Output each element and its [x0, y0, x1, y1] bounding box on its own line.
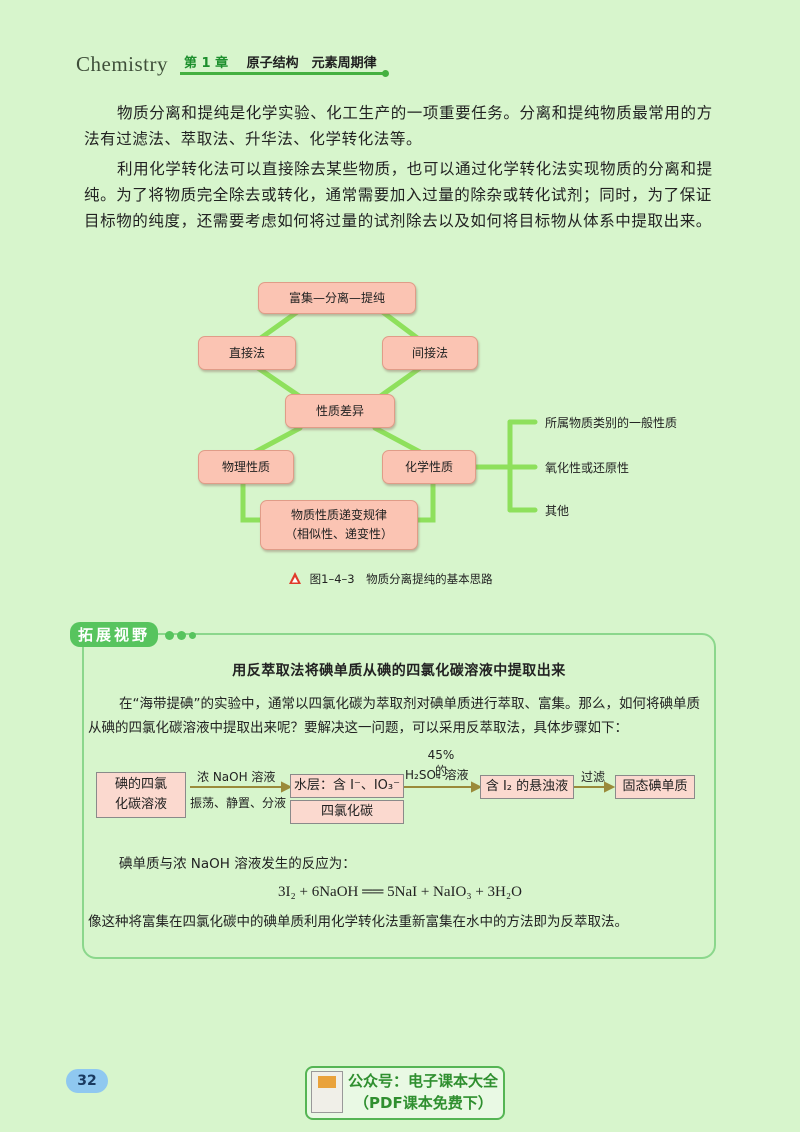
extension-badge: 拓展视野 [70, 622, 159, 647]
connector-top-direct [255, 307, 303, 343]
flow-box-property-law: 物质性质递变规律 （相似性、递变性） [260, 500, 418, 550]
process-box-aqueous-layer: 水层：含 I⁻、IO₃⁻ [290, 774, 404, 798]
figure-caption: 图1–4–3 物质分离提纯的基本思路 [288, 571, 493, 587]
process-box-iodine-ccl4-line1: 碘的四氯 [114, 777, 167, 792]
extension-heading: 用反萃取法将碘单质从碘的四氯化碳溶液中提取出来 [232, 663, 566, 679]
watermark-line-1: 公众号：电子课本大全 [348, 1072, 499, 1090]
process-box-iodine-ccl4-line2: 化碳溶液 [114, 797, 167, 812]
header-rule [180, 72, 384, 75]
reaction-equation: 3I₂ + 6NaOH ══ 5NaI + NaIO₃ + 3H₂O [278, 884, 522, 900]
triangle-icon [289, 572, 301, 584]
process-box-ccl4: 四氯化碳 [290, 800, 404, 824]
extension-conclusion: 像这种将富集在四氯化碳中的碘单质利用化学转化法重新富集在水中的方法即为反萃取法。 [88, 914, 628, 930]
process-box-suspension: 含 I₂ 的悬浊液 [480, 775, 574, 799]
figure-caption-text: 图1–4–3 物质分离提纯的基本思路 [309, 572, 493, 586]
process-box-iodine-ccl4: 碘的四氯 化碳溶液 [96, 772, 186, 818]
process-label-filter: 过滤 [581, 770, 606, 784]
connector-top-indirect [377, 307, 423, 343]
subject-title: Chemistry [76, 52, 168, 76]
process-arrow-1-head [281, 781, 293, 793]
branch-label-general-properties: 所属物质类别的一般性质 [545, 416, 678, 430]
flow-box-property-difference: 性质差异 [285, 394, 395, 428]
paragraph-2: 利用化学转化法可以直接除去某些物质，也可以通过化学转化法实现物质的分离和提纯。为… [84, 156, 714, 234]
flow-box-property-law-line2: （相似性、递变性） [284, 527, 393, 541]
process-arrows [190, 781, 616, 793]
connector-diff-chemical [372, 425, 423, 455]
page-number: 32 [66, 1069, 108, 1093]
flow-box-property-law-line1: 物质性质递变规律 [290, 508, 387, 522]
process-arrow-3-head [604, 781, 616, 793]
branch-label-redox: 氧化性或还原性 [545, 461, 630, 475]
process-label-naoh: 浓 NaOH 溶液 [197, 770, 276, 784]
badge-dot-3 [189, 632, 196, 639]
extension-intro: 在“海带提碘”的实验中，通常以四氯化碳为萃取剂对碘单质进行萃取、富集。那么，如何… [88, 696, 700, 736]
process-label-shake: 振荡、静置、分液 [190, 796, 287, 810]
watermark-line-2: （PDF课本免费下） [354, 1094, 493, 1112]
chapter-title: 原子结构 元素周期律 [246, 56, 377, 71]
paragraph-1-text: 物质分离和提纯是化学实验、化工生产的一项重要任务。分离和提纯物质最常用的方法有过… [84, 104, 713, 148]
chapter-heading: 第 1 章 原子结构 元素周期律 [184, 52, 377, 71]
branch-label-other: 其他 [545, 504, 570, 518]
flow-box-physical-property: 物理性质 [198, 450, 294, 484]
process-box-solid-iodine: 固态碘单质 [615, 775, 695, 799]
reaction-intro: 碘单质与浓 NaOH 溶液发生的反应为： [119, 856, 356, 872]
connector-physical-law [240, 479, 265, 523]
paragraph-1: 物质分离和提纯是化学实验、化工生产的一项重要任务。分离和提纯物质最常用的方法有过… [84, 100, 714, 152]
process-label-acid-pct: 45% 的 [427, 748, 455, 778]
flow-box-enrich-separate-purify: 富集—分离—提纯 [258, 282, 416, 314]
textbook-logo [311, 1071, 343, 1113]
book-icon [318, 1076, 336, 1088]
paragraph-2-text: 利用化学转化法可以直接除去某些物质，也可以通过化学转化法实现物质的分离和提纯。为… [84, 160, 713, 230]
flow-box-indirect-method: 间接法 [382, 336, 478, 370]
badge-dot-1 [165, 631, 174, 640]
chapter-number: 第 1 章 [184, 56, 229, 71]
process-label-h2so4: H₂SO₄ 溶液 [405, 768, 469, 782]
header-rule-dot [382, 70, 389, 77]
flow-box-direct-method: 直接法 [198, 336, 296, 370]
process-arrow-2-head [471, 781, 483, 793]
connector-diff-physical [252, 425, 303, 455]
flow-box-chemical-property: 化学性质 [382, 450, 476, 484]
badge-dot-2 [177, 631, 186, 640]
